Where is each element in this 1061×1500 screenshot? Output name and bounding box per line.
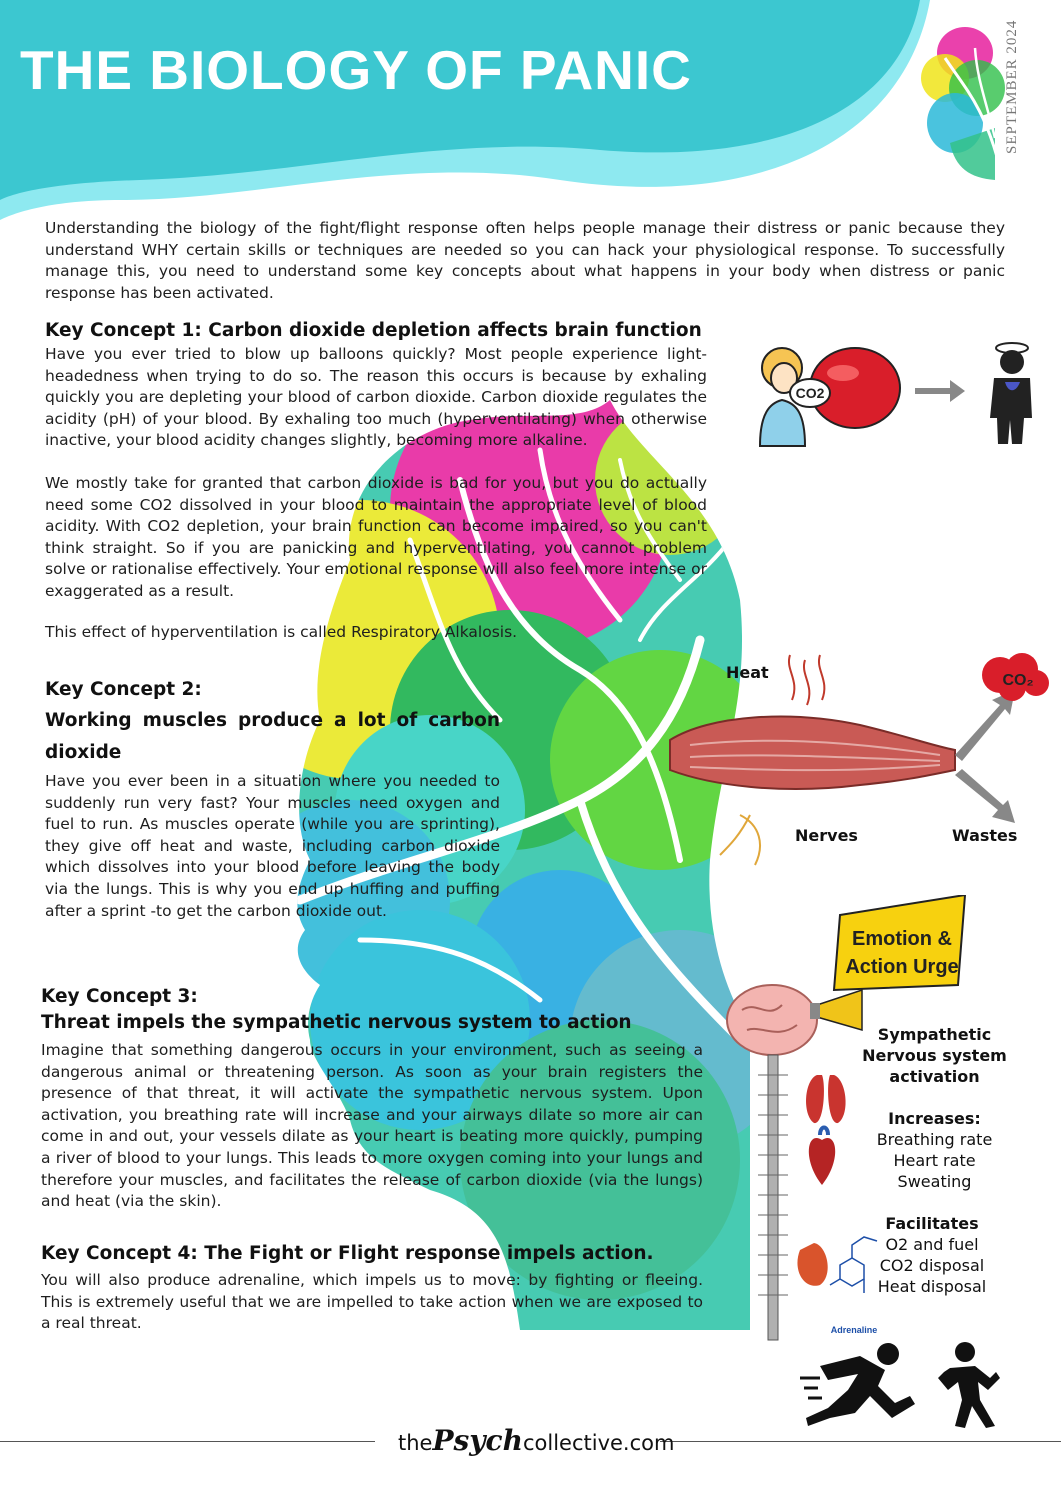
adrenal-gland-icon [797,1243,828,1286]
banner-line-2: Action Urge [845,956,958,978]
arrow-right-icon [915,380,965,402]
adrenaline-molecule-icon [829,1236,878,1293]
muscle-icon [669,715,956,791]
wastes-label: Wastes [952,826,1018,845]
date-label: SEPTEMBER 2024 [1004,20,1020,155]
person-blowing-icon [758,347,807,447]
footer-brand-name: Psych [432,1424,523,1457]
arrow-up-right-icon [955,690,1015,761]
key-concept-3-paragraph: Imagine that something dangerous occurs … [41,1041,703,1211]
key-concept-1-paragraph-1: Have you ever tried to blow up balloons … [45,345,707,450]
increases-title: Increases: [888,1109,981,1128]
arrow-down-right-icon [955,769,1015,823]
footer-divider-left [0,1441,375,1442]
adrenaline-label: Adrenaline [831,1325,878,1335]
facilitates-title: Facilitates [885,1214,979,1233]
co2-cloud-label: CO₂ [1002,672,1033,689]
nervous-system-illustration: Adrenaline [726,984,878,1341]
balloon-co2-text: CO2 [796,385,825,401]
intro-paragraph: Understanding the biology of the fight/f… [45,219,1005,302]
key-concept-2-heading: Key Concept 2: [45,679,202,700]
head-silhouette-graphic [297,400,750,1330]
banner-line-1: Emotion & [852,928,952,950]
key-concept-2-subheading: Working muscles produce a lot of carbon [45,710,500,731]
action-figures [800,1342,1000,1428]
key-concept-4-paragraph: You will also produce adrenaline, which … [41,1271,703,1333]
key-concept-3-subheading: Threat impels the sympathetic nervous sy… [41,1012,632,1033]
lungs-icon [806,1075,846,1124]
key-concept-3-heading: Key Concept 3: [41,986,198,1007]
facilitates-item: O2 and fuel [885,1235,979,1254]
activation-line-2: Nervous system [862,1046,1007,1065]
heat-waves-icon [787,654,826,706]
running-person-icon [800,1343,915,1426]
footer-divider-right [660,1441,1061,1442]
increases-item: Sweating [897,1172,972,1191]
footer-brand: thePsychcollective.com [398,1424,674,1457]
key-concept-1-paragraph-3: This effect of hyperventilation is calle… [45,623,518,641]
footer-prefix: the [398,1431,433,1455]
key-concept-2-subheading-cont: dioxide [45,742,122,763]
emotion-banner: Emotion & Action Urge [832,895,967,992]
activation-line-1: Sympathetic [877,1025,992,1044]
header-wave [0,0,930,220]
increases-item: Heart rate [893,1151,976,1170]
brain-icon [726,984,818,1056]
spinal-cord-icon [767,1054,779,1341]
facilitates-item: CO2 disposal [879,1256,985,1275]
co2-cloud-icon: CO₂ [982,653,1049,701]
fighting-person-icon [938,1342,1000,1428]
balloon-icon: CO2 [789,347,901,429]
balloon-illustration: CO2 [758,342,1032,447]
muscle-illustration: CO₂ [669,653,1049,866]
increases-item: Breathing rate [876,1130,993,1149]
footer-suffix: collective.com [522,1431,675,1455]
heat-label: Heat [726,663,769,682]
key-concept-1-paragraph-2: We mostly take for granted that carbon d… [45,474,707,600]
dizzy-person-icon [990,342,1032,444]
nerves-label: Nerves [795,826,858,845]
key-concept-1-heading: Key Concept 1: Carbon dioxide depletion … [45,320,702,341]
facilitates-item: Heat disposal [877,1277,987,1296]
activation-line-3: activation [889,1067,980,1086]
page-title: THE BIOLOGY OF PANIC [20,39,692,101]
key-concept-4-heading: Key Concept 4: The Fight or Flight respo… [41,1243,654,1264]
heart-icon [808,1125,836,1185]
key-concept-2-paragraph: Have you ever been in a situation where … [45,772,500,920]
nerves-icon [739,814,761,866]
megaphone-icon [810,988,863,1031]
head-logo-icon [921,27,1005,180]
